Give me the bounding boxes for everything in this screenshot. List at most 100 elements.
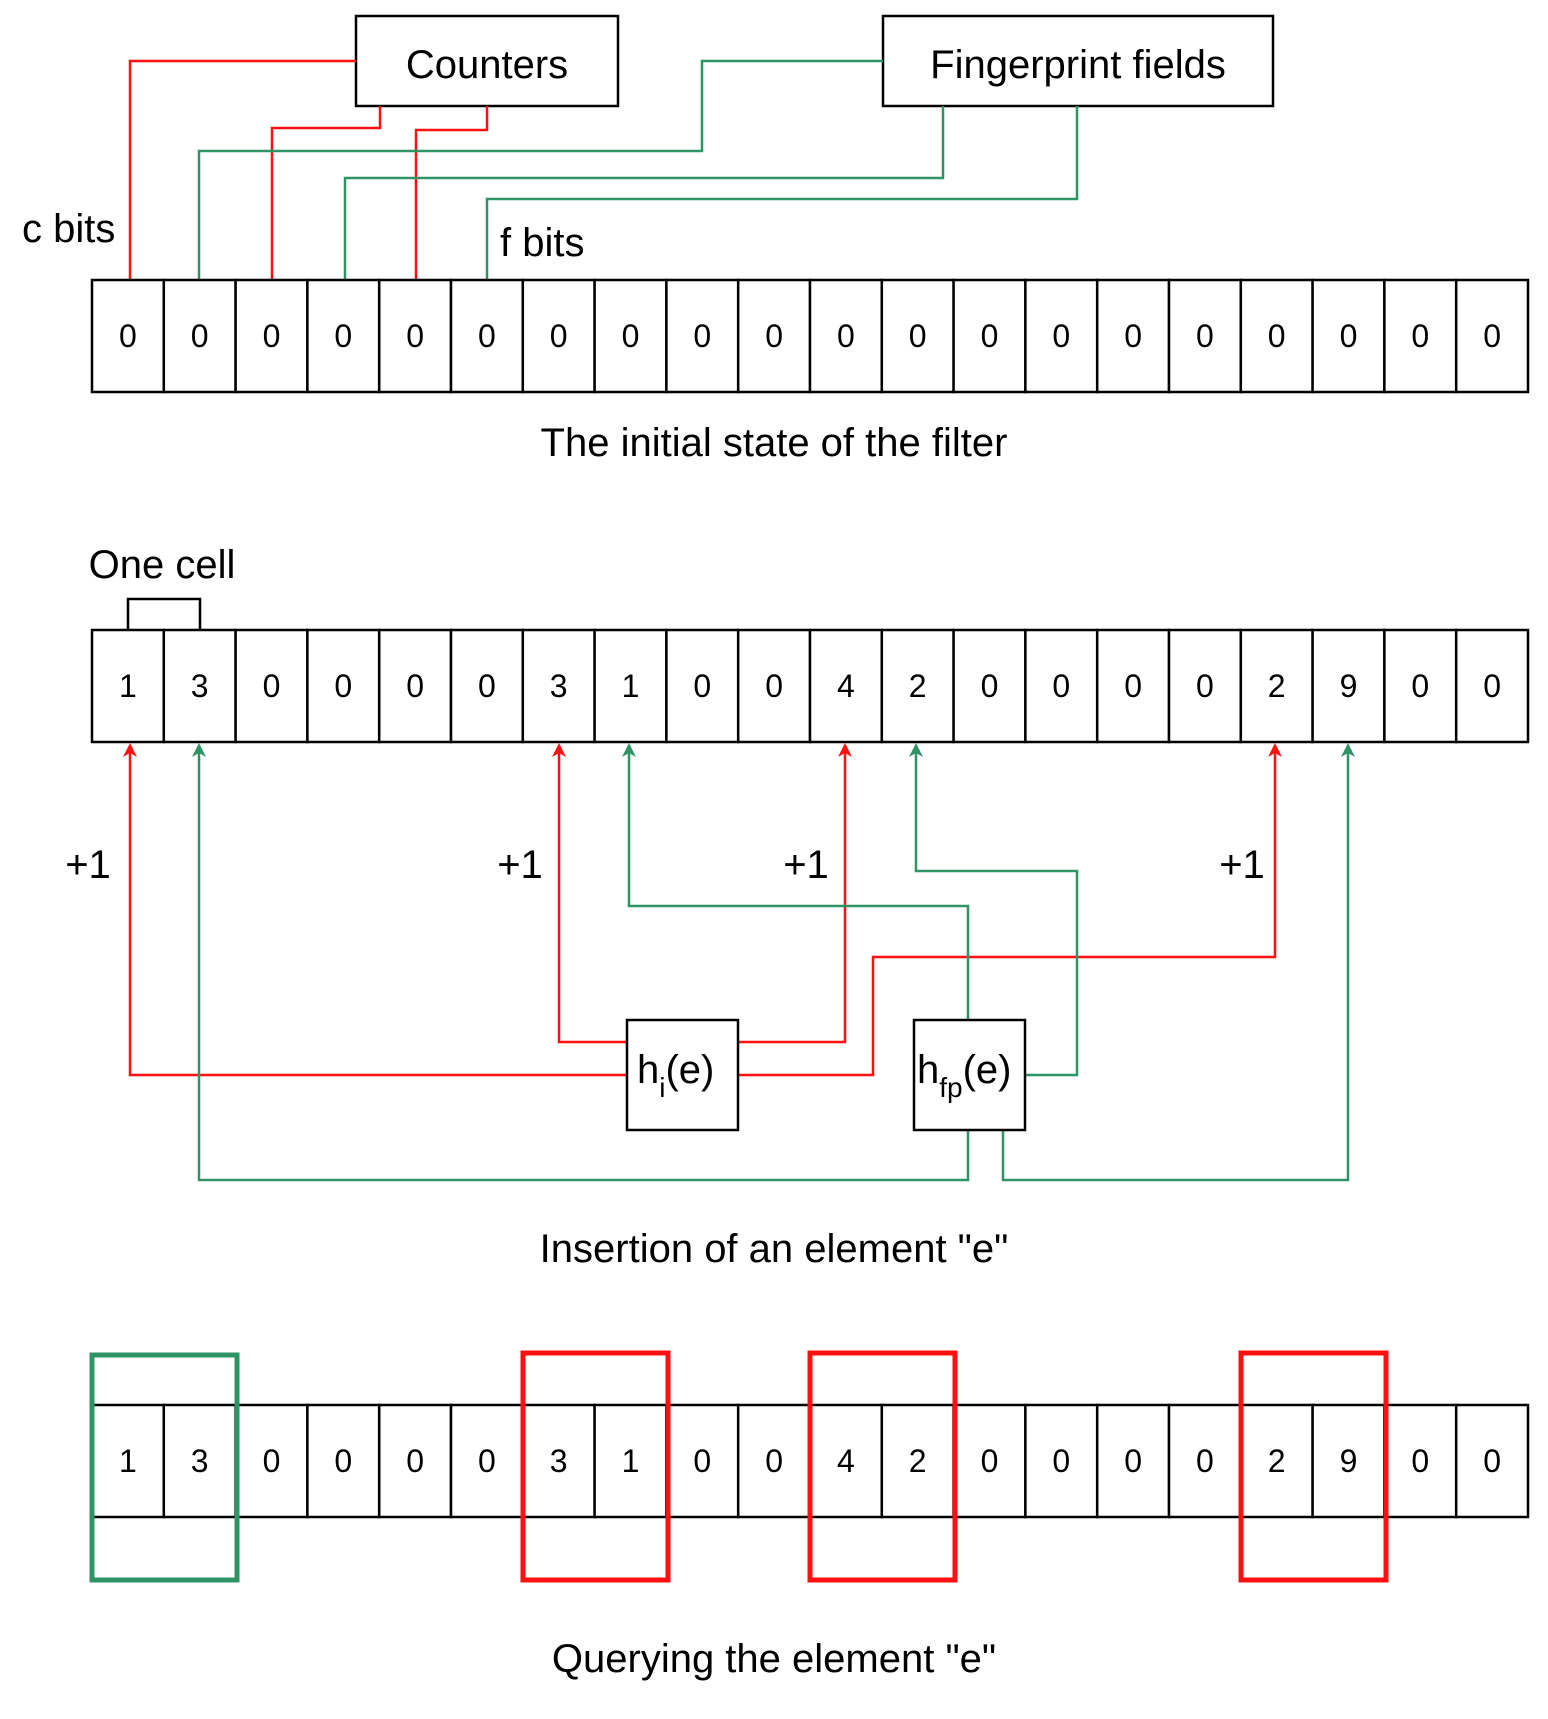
query-slot-14 <box>1024 1403 1099 1519</box>
inserted-slot-20 <box>1454 628 1530 744</box>
arrow-to-cell-9-fingerprint <box>1001 743 1355 1182</box>
inserted-slot-18 <box>1311 628 1386 744</box>
fingerprint-fields-label: Fingerprint fields <box>930 43 1226 87</box>
inserted-slot-7 <box>521 628 596 744</box>
counter-link-2 <box>270 106 382 280</box>
query-highlight-cell-4 <box>520 1350 671 1583</box>
hash-i-label: hi(e) <box>637 1048 714 1103</box>
inserted-slot-value: 3 <box>191 668 209 704</box>
initial-slot-value: 0 <box>981 318 999 354</box>
inserted-slot-value: 0 <box>1124 668 1142 704</box>
initial-slot-value: 0 <box>1411 318 1429 354</box>
query-slot-8 <box>593 1403 668 1519</box>
inserted-slot-value: 0 <box>1411 668 1429 704</box>
initial-slot-value: 0 <box>550 318 568 354</box>
initial-slot-3 <box>234 278 309 394</box>
inserted-slot-4 <box>306 628 381 744</box>
fingerprint-connectors <box>197 59 1079 280</box>
initial-state-section: Counters Fingerprint fields c bits f bit… <box>22 14 1530 465</box>
inserted-slot-value: 3 <box>550 668 568 704</box>
query-slot-value: 0 <box>1196 1443 1214 1479</box>
hash-i-box: hi(e) <box>625 1018 740 1132</box>
counters-label: Counters <box>406 43 568 87</box>
f-bits-label: f bits <box>500 221 584 265</box>
inserted-slot-value: 0 <box>478 668 496 704</box>
inserted-slot-value: 0 <box>1483 668 1501 704</box>
c-bits-label: c bits <box>22 207 115 251</box>
inserted-slot-11 <box>808 628 884 744</box>
initial-slot-10 <box>736 278 812 394</box>
initial-state-caption: The initial state of the filter <box>541 421 1008 465</box>
initial-slot-value: 0 <box>1268 318 1286 354</box>
initial-slot-value: 0 <box>478 318 496 354</box>
inserted-slot-9 <box>665 628 740 744</box>
query-slot-value: 0 <box>765 1443 783 1479</box>
inserted-slot-10 <box>736 628 812 744</box>
query-slot-15 <box>1095 1403 1171 1519</box>
initial-slot-2 <box>162 278 237 394</box>
counters-box: Counters <box>354 14 620 108</box>
initial-slot-8 <box>593 278 668 394</box>
query-slot-6 <box>449 1403 525 1519</box>
inserted-slot-1 <box>90 628 166 744</box>
fingerprint-link-1 <box>197 59 883 280</box>
inserted-slot-6 <box>449 628 525 744</box>
initial-slot-value: 0 <box>693 318 711 354</box>
initial-slot-20 <box>1454 278 1530 394</box>
inserted-slot-value: 0 <box>1052 668 1070 704</box>
query-slot-value: 0 <box>1411 1443 1429 1479</box>
inserted-slot-value: 2 <box>909 668 927 704</box>
inserted-slot-value: 9 <box>1340 668 1358 704</box>
arrow-to-cell-4-counter <box>552 743 627 1044</box>
query-slot-value: 0 <box>1052 1443 1070 1479</box>
inserted-slot-value: 1 <box>119 668 137 704</box>
inserted-slot-value: 0 <box>693 668 711 704</box>
inserted-slot-14 <box>1024 628 1099 744</box>
initial-slot-11 <box>808 278 884 394</box>
initial-slot-value: 0 <box>119 318 137 354</box>
inserted-slot-5 <box>377 628 453 744</box>
query-slot-value: 0 <box>478 1443 496 1479</box>
arrow-to-cell-1-counter <box>123 743 627 1077</box>
inserted-slot-value: 2 <box>1268 668 1286 704</box>
query-slot-3 <box>234 1403 309 1519</box>
fingerprint-link-3 <box>485 106 1079 280</box>
query-slot-value: 0 <box>1124 1443 1142 1479</box>
arrow-to-cell-1-fingerprint <box>192 743 970 1182</box>
fingerprint-link-2 <box>343 106 945 280</box>
query-slot-value: 3 <box>550 1443 568 1479</box>
query-slot-12 <box>880 1403 955 1519</box>
initial-slot-value: 0 <box>1340 318 1358 354</box>
query-slot-1 <box>90 1403 166 1519</box>
initial-slot-value: 0 <box>406 318 424 354</box>
query-slot-value: 3 <box>191 1443 209 1479</box>
query-slot-5 <box>377 1403 453 1519</box>
inserted-slot-value: 1 <box>622 668 640 704</box>
query-slot-value: 2 <box>1268 1443 1286 1479</box>
inserted-slot-value: 0 <box>1196 668 1214 704</box>
inserted-slot-value: 0 <box>334 668 352 704</box>
inserted-slot-16 <box>1167 628 1243 744</box>
fingerprint-write-arrows <box>192 743 1355 1182</box>
initial-slot-12 <box>880 278 955 394</box>
inserted-slot-value: 0 <box>406 668 424 704</box>
query-slot-value: 0 <box>1483 1443 1501 1479</box>
query-slot-10 <box>736 1403 812 1519</box>
query-highlight-cell-9 <box>1238 1350 1389 1583</box>
initial-slot-16 <box>1167 278 1243 394</box>
initial-slot-4 <box>306 278 381 394</box>
counter-link-1 <box>128 59 356 280</box>
initial-slot-7 <box>521 278 596 394</box>
query-highlight-cell-6 <box>807 1350 958 1583</box>
initial-slot-value: 0 <box>263 318 281 354</box>
arrow-to-cell-4-fingerprint <box>622 743 970 1020</box>
initial-slot-value: 0 <box>1196 318 1214 354</box>
inserted-slot-8 <box>593 628 668 744</box>
initial-slot-value: 0 <box>191 318 209 354</box>
initial-slot-5 <box>377 278 453 394</box>
insertion-caption: Insertion of an element "e" <box>540 1227 1009 1271</box>
